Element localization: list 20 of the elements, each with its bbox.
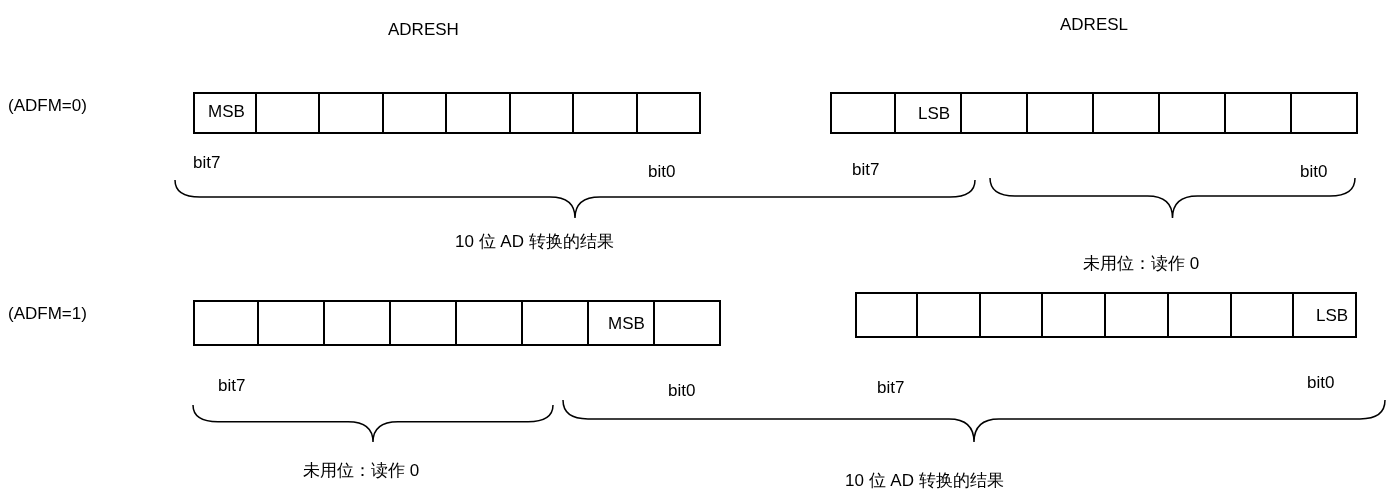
bit-number: bit7 bbox=[218, 376, 246, 396]
bit-label: MSB bbox=[208, 102, 245, 122]
brace-caption: 未用位：读作 0 bbox=[1083, 254, 1200, 274]
mode-label: (ADFM=1) bbox=[8, 304, 87, 324]
bit-number: bit7 bbox=[852, 160, 880, 180]
bit-number: bit0 bbox=[1307, 373, 1335, 393]
bit-number: bit7 bbox=[193, 153, 221, 173]
bit-number: bit0 bbox=[668, 381, 696, 401]
bit-label: LSB bbox=[1316, 306, 1349, 326]
brace-caption: 未用位：读作 0 bbox=[303, 461, 420, 481]
mode-label: (ADFM=0) bbox=[8, 96, 87, 116]
bit-number: bit0 bbox=[1300, 162, 1328, 182]
register-name: ADRESL bbox=[1060, 15, 1129, 35]
register-name: ADRESH bbox=[388, 20, 459, 40]
brace-caption: 10 位 AD 转换的结果 bbox=[845, 471, 1004, 491]
bit-number: bit7 bbox=[877, 378, 905, 398]
brace-caption: 10 位 AD 转换的结果 bbox=[455, 232, 614, 252]
bit-label: LSB bbox=[918, 104, 951, 124]
bit-label: MSB bbox=[608, 314, 645, 334]
bit-number: bit0 bbox=[648, 162, 676, 182]
